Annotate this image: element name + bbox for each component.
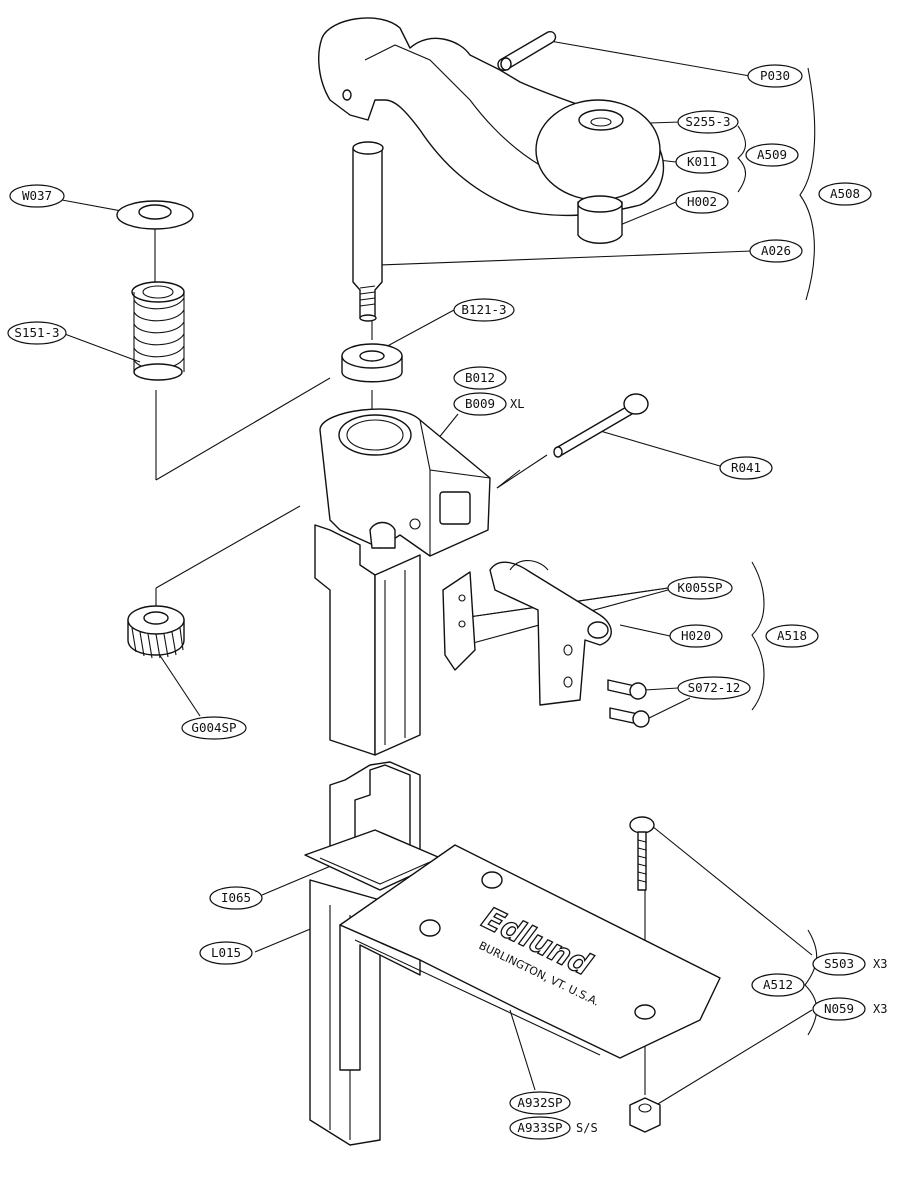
base-plate-A932SP: Edlund BURLINGTON, VT. U.S.A.	[339, 844, 721, 1071]
callout-R041-label: R041	[731, 460, 761, 475]
callout-B009[interactable]: B009 XL	[453, 392, 524, 416]
callout-R041[interactable]: R041	[719, 456, 773, 480]
callout-K005SP[interactable]: K005SP	[667, 576, 733, 600]
callout-A509-label: A509	[757, 147, 787, 162]
callout-A518[interactable]: A518	[765, 624, 819, 648]
gear-G004SP	[127, 605, 185, 659]
callout-S255-3-label: S255-3	[685, 114, 730, 129]
callout-K005SP-label: K005SP	[677, 580, 722, 595]
callout-P030-label: P030	[760, 68, 790, 83]
callout-A512-label: A512	[763, 977, 793, 992]
callout-A508-label: A508	[830, 186, 860, 201]
callout-S503[interactable]: S503 X3	[812, 952, 887, 976]
callout-A509[interactable]: A509	[745, 143, 799, 167]
bushing-B121-3	[341, 343, 403, 383]
callout-I065-label: I065	[221, 890, 251, 905]
callout-N059-label: N059	[824, 1001, 854, 1016]
callout-H020-label: H020	[681, 628, 711, 643]
insert-I065	[304, 761, 446, 891]
callout-A508[interactable]: A508	[818, 182, 872, 206]
handle-arm	[318, 17, 664, 244]
spring-S151-3	[131, 281, 185, 381]
callout-S151-3[interactable]: S151-3	[7, 321, 67, 345]
callout-B121-3[interactable]: B121-3	[453, 298, 515, 322]
callout-N059-suffix: X3	[873, 1002, 887, 1016]
callout-H002-label: H002	[687, 194, 717, 209]
screw-S503	[629, 816, 655, 891]
callout-H020[interactable]: H020	[669, 624, 723, 648]
nut-N059	[629, 1097, 661, 1133]
callout-K011-label: K011	[687, 154, 717, 169]
callout-A932SP[interactable]: A932SP	[509, 1091, 571, 1115]
callout-L015[interactable]: L015	[199, 941, 253, 965]
callout-A933SP[interactable]: A933SP S/S	[509, 1116, 598, 1140]
callout-A933SP-label: A933SP	[517, 1120, 562, 1135]
callout-H002[interactable]: H002	[675, 190, 729, 214]
callout-B009-suffix: XL	[510, 397, 524, 411]
callout-A518-label: A518	[777, 628, 807, 643]
parts-art: Edlund BURLINGTON, VT. U.S.A.	[116, 17, 721, 1146]
bracket-H020	[489, 560, 612, 706]
callout-S151-3-label: S151-3	[14, 325, 59, 340]
callout-B009-label: B009	[465, 396, 495, 411]
housing-B009	[319, 408, 491, 557]
callout-A026-label: A026	[761, 243, 791, 258]
callout-S255-3[interactable]: S255-3	[677, 110, 739, 134]
callout-A933SP-suffix: S/S	[576, 1121, 598, 1135]
callout-labels: W037 S151-3 P030 S255-3 K011 A509 H002	[7, 64, 887, 1140]
callout-S072-12[interactable]: S072-12	[677, 676, 751, 700]
callout-B012-label: B012	[465, 370, 495, 385]
callout-S072-12-label: S072-12	[688, 680, 741, 695]
callout-A512[interactable]: A512	[751, 973, 805, 997]
callout-N059[interactable]: N059 X3	[812, 997, 887, 1021]
callout-G004SP-label: G004SP	[191, 720, 236, 735]
callout-A026[interactable]: A026	[749, 239, 803, 263]
callout-K011[interactable]: K011	[675, 150, 729, 174]
callout-L015-label: L015	[211, 945, 241, 960]
callout-G004SP[interactable]: G004SP	[181, 716, 247, 740]
bolt-R041	[553, 393, 649, 458]
rod-A026	[352, 141, 384, 322]
blade-K005SP	[442, 571, 476, 671]
column	[314, 524, 421, 756]
callout-P030[interactable]: P030	[747, 64, 803, 88]
callout-W037-label: W037	[22, 188, 52, 203]
callout-A932SP-label: A932SP	[517, 1095, 562, 1110]
screws-S072-12	[607, 679, 650, 728]
callout-I065[interactable]: I065	[209, 886, 263, 910]
washer-W037	[116, 200, 194, 230]
callout-B012[interactable]: B012	[453, 366, 507, 390]
callout-W037[interactable]: W037	[9, 184, 65, 208]
callout-B121-3-label: B121-3	[461, 302, 506, 317]
callout-S503-label: S503	[824, 956, 854, 971]
callout-S503-suffix: X3	[873, 957, 887, 971]
